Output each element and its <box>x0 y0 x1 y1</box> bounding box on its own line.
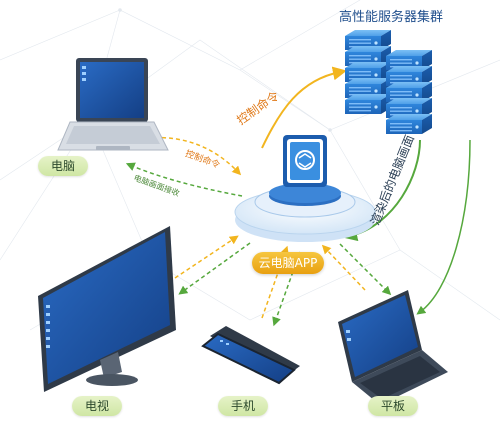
phone-label: 手机 <box>218 396 268 416</box>
control-flow-from-tv <box>174 235 239 279</box>
cloud-app-platform-icon <box>234 135 376 242</box>
control-flow-to-servers <box>261 66 347 149</box>
screen-flow-to-tablet <box>339 243 392 296</box>
screen-flow-to-phone <box>272 251 301 327</box>
server-cluster-icon <box>345 30 432 134</box>
control-flow-from-computer <box>147 136 242 176</box>
tv-label: 电视 <box>72 396 122 416</box>
cloud-app-label: 云电脑APP <box>252 252 324 274</box>
tablet-icon <box>338 290 448 405</box>
tv-monitor-icon <box>38 226 176 392</box>
laptop-icon <box>57 58 169 151</box>
phone-icon <box>201 326 300 385</box>
control-flow-from-tablet <box>321 244 366 291</box>
control-flow-from-phone <box>261 245 289 319</box>
tablet-label: 平板 <box>368 396 418 416</box>
screen-flow-to-tablet-long <box>416 139 471 315</box>
screen-flow-to-computer <box>125 162 243 197</box>
computer-label: 电脑 <box>38 156 88 176</box>
server-cluster-label: 高性能服务器集群 <box>339 10 444 25</box>
